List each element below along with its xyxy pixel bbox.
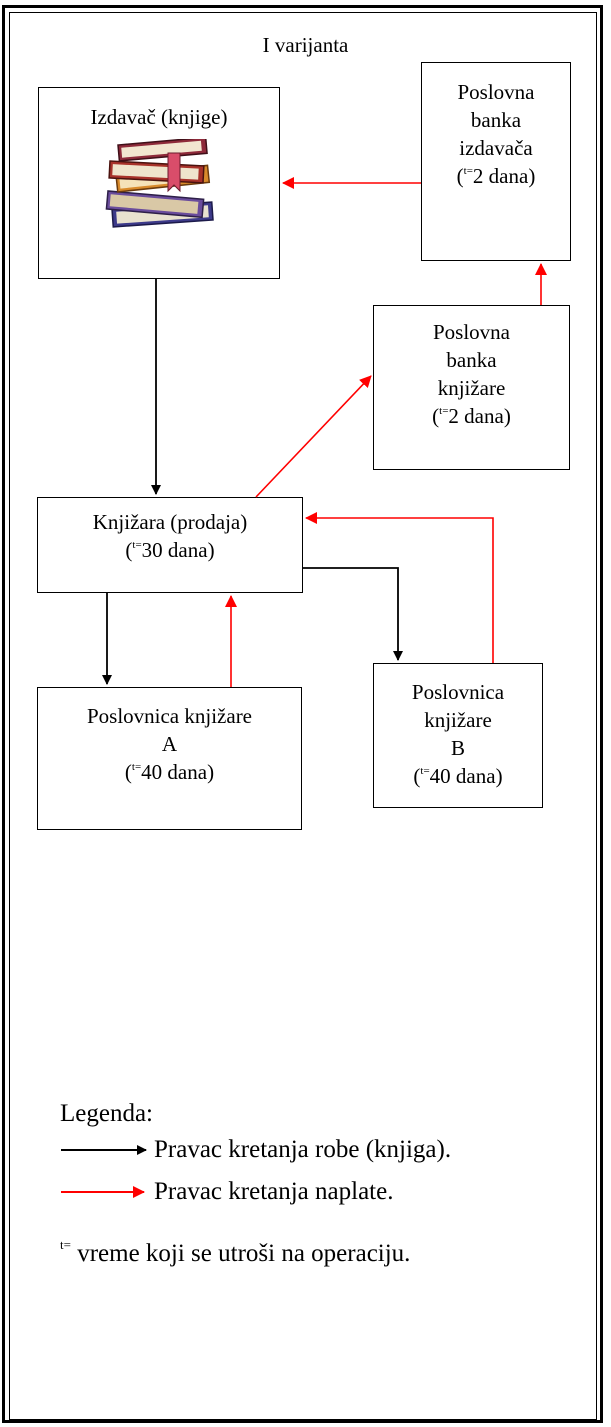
payment-arrow-bookstore-to-bookstore-bank: [255, 375, 372, 498]
branch-b-line-3: B: [450, 736, 465, 760]
branch-b-time: (t=40 dana): [413, 764, 503, 788]
publisher-label: Izdavač (knjige): [90, 105, 228, 129]
bookstore-box: Knjižara (prodaja) (t=30 dana): [37, 497, 303, 593]
books-stack-icon: [105, 139, 214, 228]
legend-title: Legenda:: [60, 1100, 154, 1127]
legend-time-note-text: vreme koji se utroši na operaciju.: [77, 1240, 411, 1267]
branch-b-box: Poslovnica knjižare B (t=40 dana): [373, 663, 543, 808]
branch-b-line-1: Poslovnica: [411, 680, 505, 704]
branch-a-time: (t=40 dana): [124, 760, 215, 784]
goods-arrow-bookstore-to-branch-b: [303, 567, 403, 661]
diagram-title: I varijanta: [262, 33, 349, 57]
bookstore-bank-line-2: banka: [446, 348, 497, 372]
publisher-bank-box: Poslovna banka izdavača (t=2 dana): [421, 62, 571, 261]
publisher-box: Izdavač (knjige): [38, 87, 280, 279]
publisher-bank-time: (t=2 dana): [456, 164, 536, 188]
inner-frame: [9, 12, 597, 1420]
bookstore-bank-line-1: Poslovna: [432, 320, 510, 344]
branch-a-line-2: A: [161, 732, 178, 756]
legend-payment-text: Pravac kretanja naplate.: [154, 1178, 394, 1205]
bookstore-bank-line-3: knjižare: [437, 376, 506, 400]
publisher-bank-line-1: Poslovna: [457, 80, 535, 104]
legend-goods-text: Pravac kretanja robe (knjiga).: [154, 1136, 452, 1163]
publisher-bank-line-2: banka: [470, 108, 522, 132]
bookstore-label: Knjižara (prodaja): [92, 510, 248, 534]
bookstore-bank-time: (t=2 dana): [432, 404, 511, 428]
bookstore-bank-box: Poslovna banka knjižare (t=2 dana): [373, 305, 570, 470]
legend-time-note: t= vreme koji se utroši na operaciju.: [60, 1237, 411, 1268]
outer-frame: [2, 5, 603, 1423]
bookstore-time: (t=30 dana): [125, 538, 215, 562]
branch-a-line-1: Poslovnica knjižare: [86, 704, 253, 728]
branch-a-box: Poslovnica knjižare A (t=40 dana): [37, 687, 302, 830]
legend-time-symbol: t=: [60, 1237, 71, 1252]
branch-b-line-2: knjižare: [424, 708, 492, 732]
publisher-bank-line-3: izdavača: [459, 136, 533, 160]
payment-arrow-branch-b-to-bookstore: [305, 512, 494, 663]
